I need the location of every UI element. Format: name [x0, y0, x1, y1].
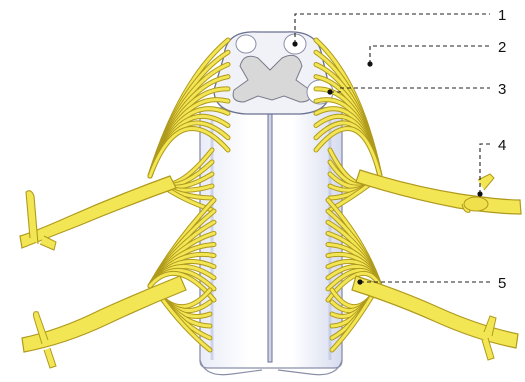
- spinal-ganglion: [464, 197, 488, 211]
- label-4: 4: [498, 137, 506, 154]
- label-2: 2: [498, 39, 506, 56]
- anterior-median-fissure: [268, 110, 272, 362]
- label-5: 5: [498, 275, 506, 292]
- label-3: 3: [498, 81, 506, 98]
- spinal-nerve-lower-right: [352, 276, 518, 348]
- labels: 1 2 3 4 5: [498, 7, 506, 292]
- label-1: 1: [498, 7, 506, 24]
- spinal-nerve-upper-right: [356, 170, 521, 214]
